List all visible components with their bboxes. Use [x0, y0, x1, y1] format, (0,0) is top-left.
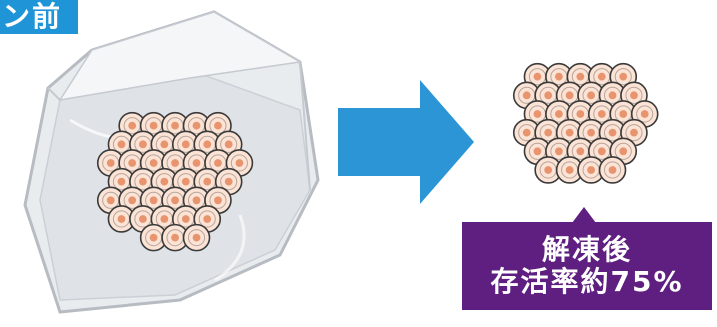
cell-nucleus — [224, 140, 233, 149]
cell-nucleus — [555, 72, 563, 81]
cell-nucleus — [160, 140, 169, 149]
cell-nucleus — [117, 215, 126, 223]
cell-nucleus — [128, 196, 137, 205]
cell-nucleus — [171, 233, 179, 242]
cell-nucleus — [533, 72, 542, 81]
cell-membrane — [220, 173, 238, 191]
cell-nucleus — [214, 159, 222, 167]
cell-nucleus — [214, 121, 222, 130]
cell-nucleus — [587, 166, 595, 174]
cell-membrane — [625, 86, 643, 104]
cell-nucleus — [160, 177, 169, 186]
cell-nucleus — [630, 91, 638, 100]
cell-nucleus — [117, 177, 126, 186]
cell-membrane — [230, 154, 248, 172]
cell-nucleus — [149, 233, 158, 242]
cell-nucleus — [181, 215, 190, 223]
cell-cluster-icon — [512, 62, 659, 184]
cell-nucleus — [203, 140, 212, 149]
cell-nucleus — [555, 110, 563, 118]
cell-nucleus — [235, 159, 244, 167]
cell-nucleus — [619, 110, 628, 118]
cell-nucleus — [608, 128, 617, 137]
cell-membrane — [209, 117, 227, 135]
cell-nucleus — [565, 128, 574, 137]
cell-nucleus — [203, 215, 212, 223]
cell-nucleus — [533, 147, 542, 156]
caption-pointer — [572, 207, 596, 223]
cell-nucleus — [139, 215, 147, 223]
cell-nucleus — [181, 140, 190, 149]
cell-nucleus — [192, 121, 201, 130]
cell-nucleus — [608, 166, 617, 174]
right-arrow-icon — [338, 80, 474, 204]
cell-nucleus — [171, 159, 179, 167]
cell-nucleus — [544, 91, 553, 100]
cell-membrane — [625, 124, 643, 142]
cell-nucleus — [522, 91, 531, 100]
cell-nucleus — [149, 121, 158, 130]
cell-nucleus — [565, 166, 574, 174]
cell-membrane — [614, 68, 632, 86]
cell-nucleus — [576, 110, 585, 118]
cell-membrane — [603, 161, 622, 179]
cell-nucleus — [128, 159, 137, 167]
cell-nucleus — [597, 147, 606, 156]
cell-nucleus — [640, 110, 649, 118]
cell-membrane — [636, 105, 654, 123]
cell-nucleus — [587, 91, 595, 100]
title-text: 前 — [32, 0, 63, 33]
cell-membrane — [209, 191, 227, 209]
cell-cluster-icon — [96, 111, 254, 252]
cell-nucleus — [128, 121, 137, 130]
cell-nucleus — [160, 215, 169, 223]
caption-line-1: 解凍後 — [541, 232, 632, 266]
cell-nucleus — [576, 147, 585, 156]
caption-line-2: 存活率約75% — [490, 265, 684, 298]
cell-membrane — [614, 142, 632, 160]
title-partial-glyph: ン — [2, 0, 33, 33]
cell-nucleus — [214, 196, 222, 205]
cell-nucleus — [544, 166, 553, 174]
cell-membrane — [198, 210, 216, 228]
cell-nucleus — [597, 110, 606, 118]
cell-nucleus — [224, 177, 233, 186]
cell-nucleus — [555, 147, 563, 156]
title-tag: ン 前 — [0, 0, 79, 34]
cell-nucleus — [619, 147, 628, 156]
cell-nucleus — [171, 121, 179, 130]
cell-nucleus — [181, 177, 190, 186]
cell-nucleus — [139, 177, 147, 186]
cell-membrane — [187, 229, 206, 247]
cell-nucleus — [106, 196, 115, 205]
cell-nucleus — [149, 196, 158, 205]
cell-nucleus — [565, 91, 574, 100]
cell-nucleus — [149, 159, 158, 167]
cell-nucleus — [608, 91, 617, 100]
cell-membrane — [220, 135, 238, 153]
cell-nucleus — [192, 159, 201, 167]
cell-nucleus — [630, 128, 638, 137]
cell-nucleus — [106, 159, 115, 167]
cell-nucleus — [597, 72, 606, 81]
cell-nucleus — [576, 72, 585, 81]
caption-box: 解凍後 存活率約75% — [462, 222, 712, 310]
cell-nucleus — [544, 128, 553, 137]
cell-nucleus — [171, 196, 179, 205]
cell-nucleus — [192, 196, 201, 205]
cell-nucleus — [522, 128, 531, 137]
cell-nucleus — [619, 72, 628, 81]
cell-nucleus — [587, 128, 595, 137]
cell-nucleus — [192, 233, 201, 242]
cell-nucleus — [533, 110, 542, 118]
cell-nucleus — [203, 177, 212, 186]
cell-nucleus — [117, 140, 126, 149]
cell-nucleus — [139, 140, 147, 149]
